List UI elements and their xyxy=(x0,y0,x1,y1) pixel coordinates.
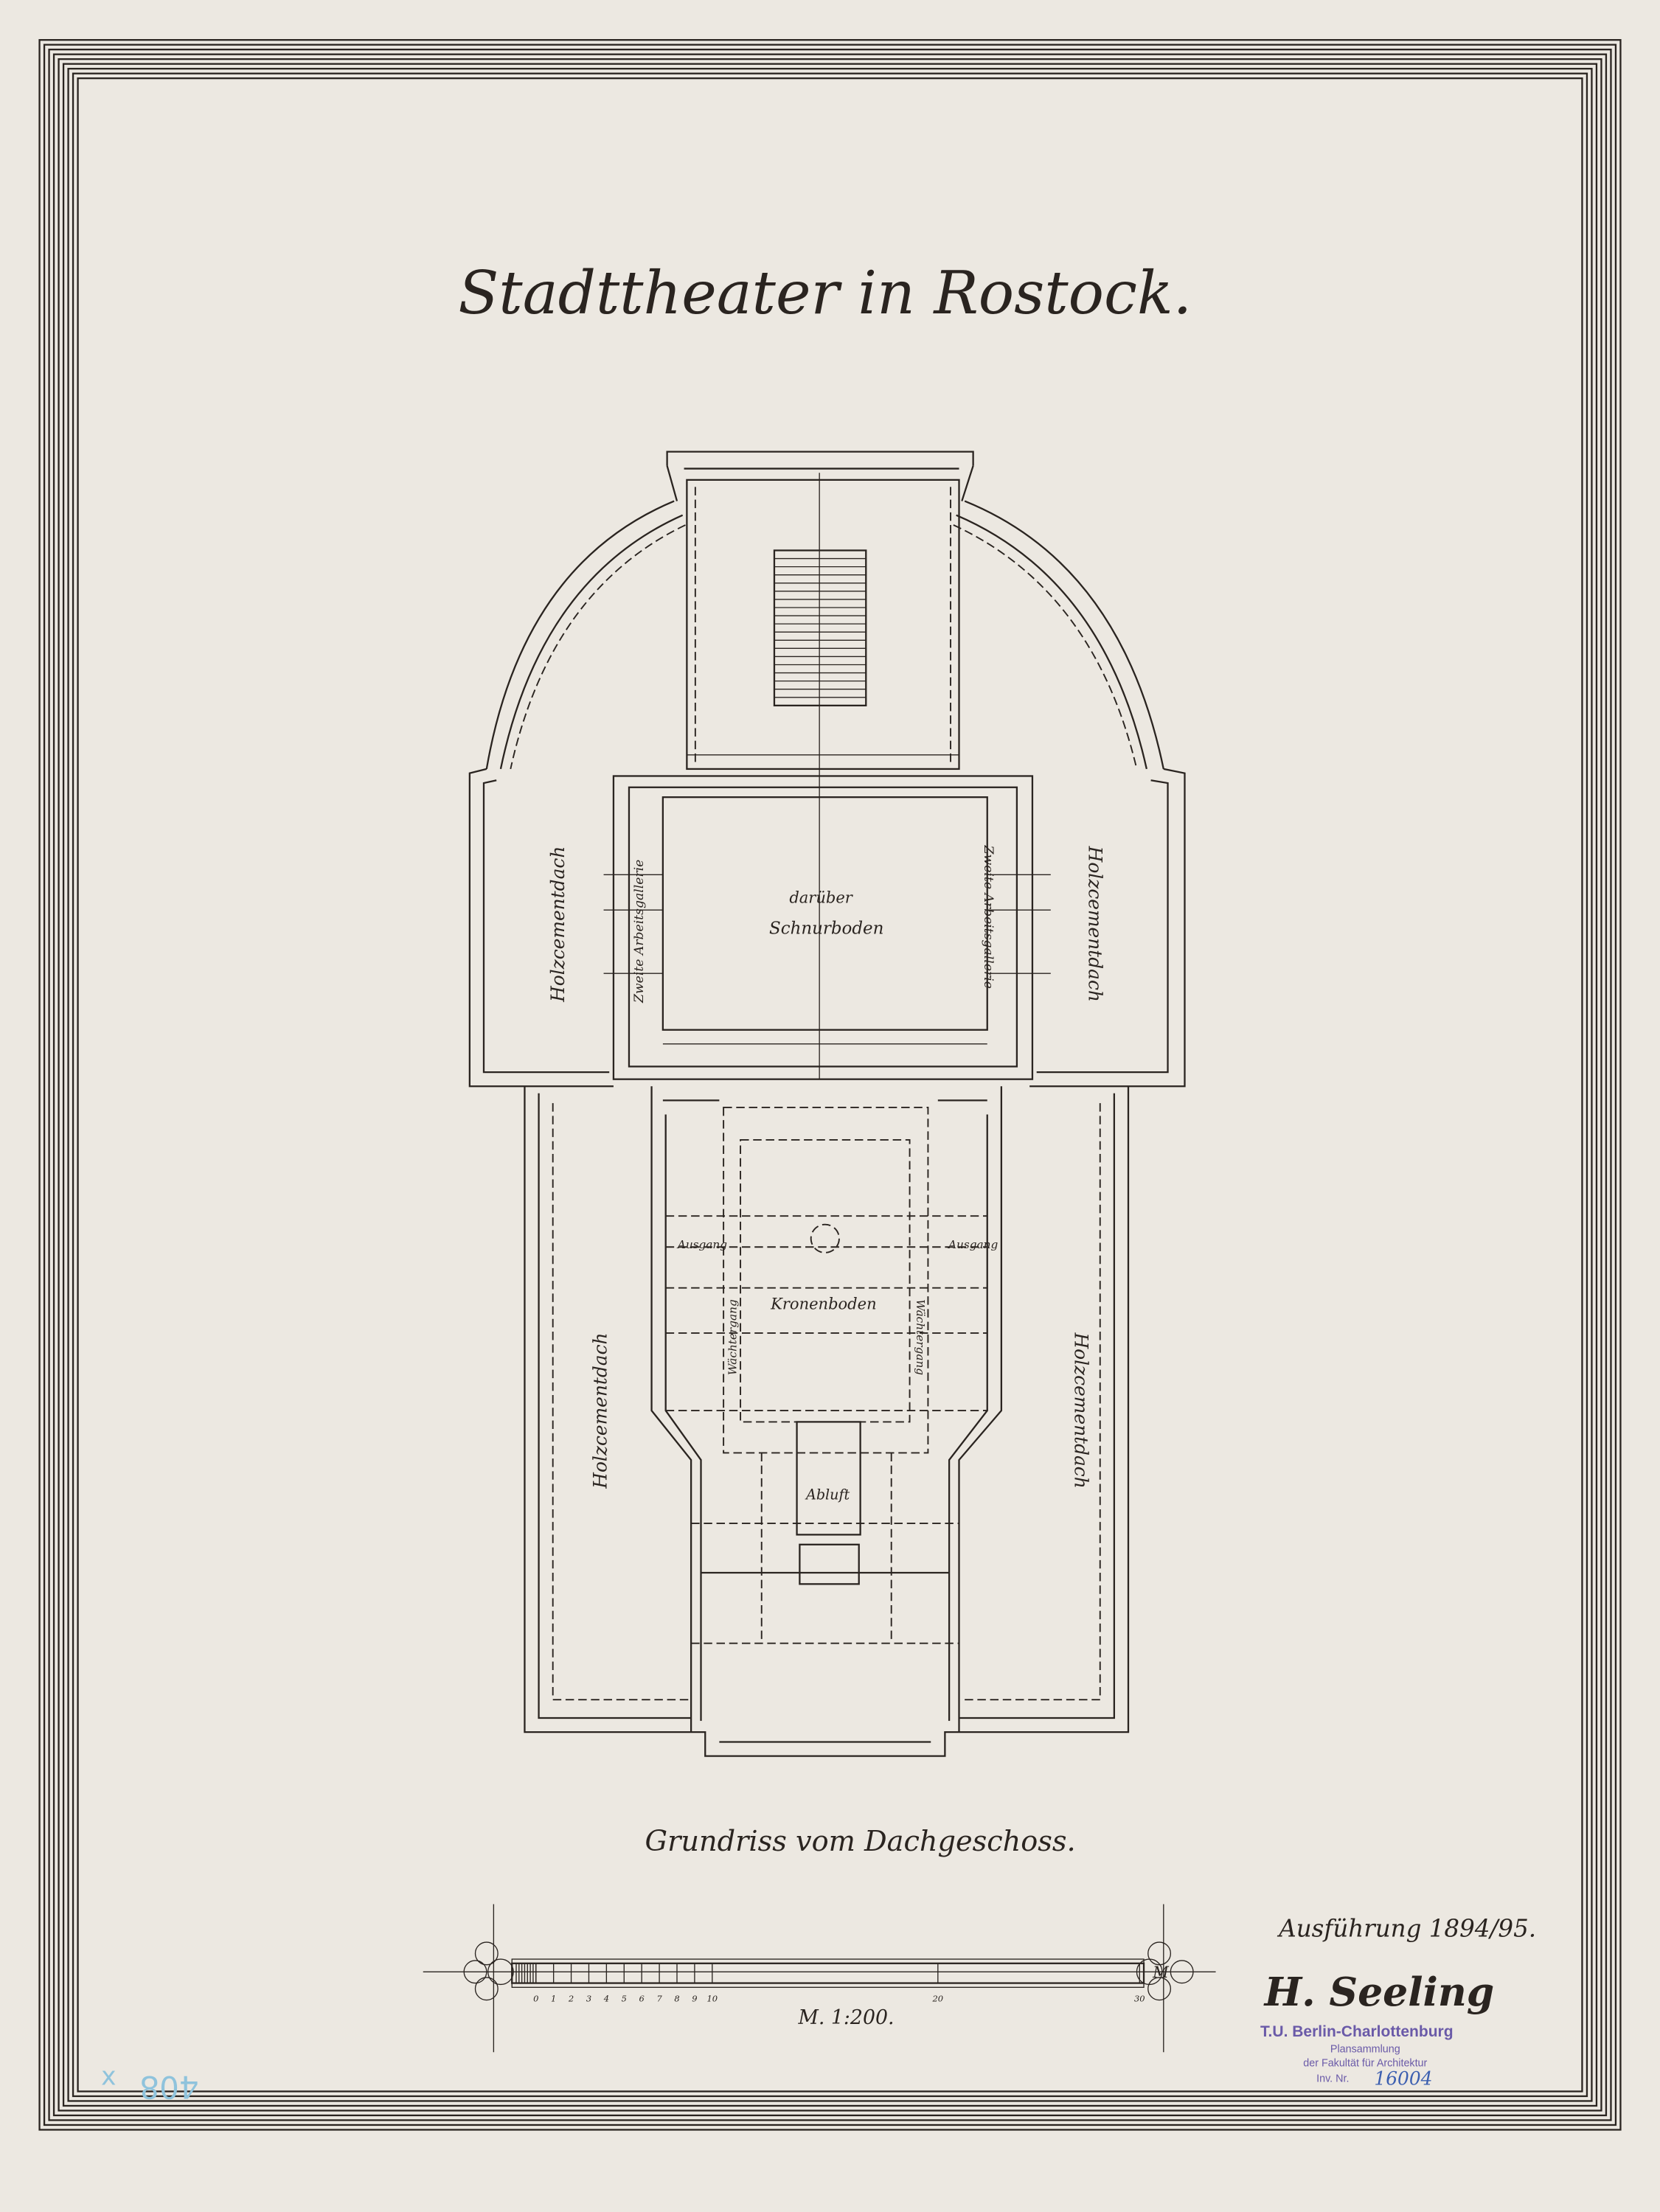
label-holzcementdach-upper-left: Holzcementdach xyxy=(547,846,569,1003)
scale-tick-label: 30 xyxy=(1134,1993,1145,2003)
scale-bar: 0 1 2 3 4 5 6 7 8 9 10 20 30 M M. 1:200. xyxy=(423,1904,1216,2053)
label-waechtergang-right: Wächtergang xyxy=(914,1299,927,1375)
label-arbeitsgallerie-left: Zweite Arbeitsgallerie xyxy=(632,860,647,1004)
label-darueber: darüber xyxy=(789,888,853,907)
frame-line xyxy=(52,53,1608,2117)
label-holzcementdach-lower-right: Holzcementdach xyxy=(1070,1332,1091,1488)
label-ausgang-right: Ausgang xyxy=(947,1238,998,1251)
frame-line xyxy=(48,49,1612,2121)
collection-stamp: T.U. Berlin-Charlottenburg Plansammlung … xyxy=(1260,2023,1454,2089)
staircase xyxy=(773,549,867,707)
scale-tick-label: 10 xyxy=(707,1993,718,2003)
scale-tick-label: 20 xyxy=(932,1993,944,2003)
kronenboden-grid xyxy=(665,1106,987,1644)
frame-line xyxy=(38,39,1622,2131)
scale-tick-label: 7 xyxy=(656,1993,662,2003)
label-holzcementdach-lower-left: Holzcementdach xyxy=(589,1332,611,1489)
scale-tick-label: 0 xyxy=(533,1993,538,2003)
frame-line xyxy=(67,68,1593,2102)
scale-tick-label: 4 xyxy=(603,1993,609,2003)
frame-line xyxy=(62,63,1598,2107)
pencil-mark: x xyxy=(101,2062,116,2091)
frame-line xyxy=(43,44,1617,2126)
label-abluft: Abluft xyxy=(805,1486,850,1503)
architect-signature: H. Seeling xyxy=(1263,1969,1495,2015)
label-schnurboden: Schnurboden xyxy=(769,919,883,939)
scale-monogram: M xyxy=(1152,1963,1169,1981)
frame-line xyxy=(77,77,1583,2093)
stamp-line-1: T.U. Berlin-Charlottenburg xyxy=(1260,2023,1454,2040)
scale-tick-label: 6 xyxy=(639,1993,645,2003)
drawing-subtitle: Grundriss vom Dachgeschoss. xyxy=(645,1826,1076,1858)
scale-tick-label: 1 xyxy=(551,1993,556,2003)
stamp-line-2: Plansammlung xyxy=(1330,2043,1400,2055)
pencil-note: x 408 xyxy=(101,2062,199,2105)
stamp-line-4: Inv. Nr. xyxy=(1316,2073,1349,2084)
execution-date: Ausführung 1894/95. xyxy=(1277,1914,1536,1942)
label-waechtergang-left: Wächtergang xyxy=(726,1299,739,1375)
drawing-title: Stadttheater in Rostock. xyxy=(458,258,1192,327)
room-labels: Holzcementdach Holzcementdach Holzcement… xyxy=(547,845,1105,1503)
frame-line xyxy=(58,58,1602,2112)
frame-line xyxy=(72,72,1588,2098)
stamp-line-3: der Fakultät für Architektur xyxy=(1303,2057,1427,2069)
scale-label: M. 1:200. xyxy=(797,2006,894,2029)
scale-tick-label: 9 xyxy=(692,1993,697,2003)
scale-tick-label: 2 xyxy=(568,1993,574,2003)
label-arbeitsgallerie-right: Zweite Arbeitsgallerie xyxy=(981,845,996,989)
scale-tick-label: 5 xyxy=(622,1993,627,2003)
pencil-number: 408 xyxy=(139,2069,198,2105)
label-kronenboden: Kronenboden xyxy=(770,1294,876,1312)
label-holzcementdach-upper-right: Holzcementdach xyxy=(1084,846,1105,1002)
scale-tick-label: 3 xyxy=(586,1993,591,2003)
frame-border xyxy=(38,39,1622,2131)
inventory-number: 16004 xyxy=(1374,2067,1432,2089)
floor-plan xyxy=(468,451,1186,1757)
scale-tick-label: 8 xyxy=(674,1993,679,2003)
label-ausgang-left: Ausgang xyxy=(676,1238,727,1251)
